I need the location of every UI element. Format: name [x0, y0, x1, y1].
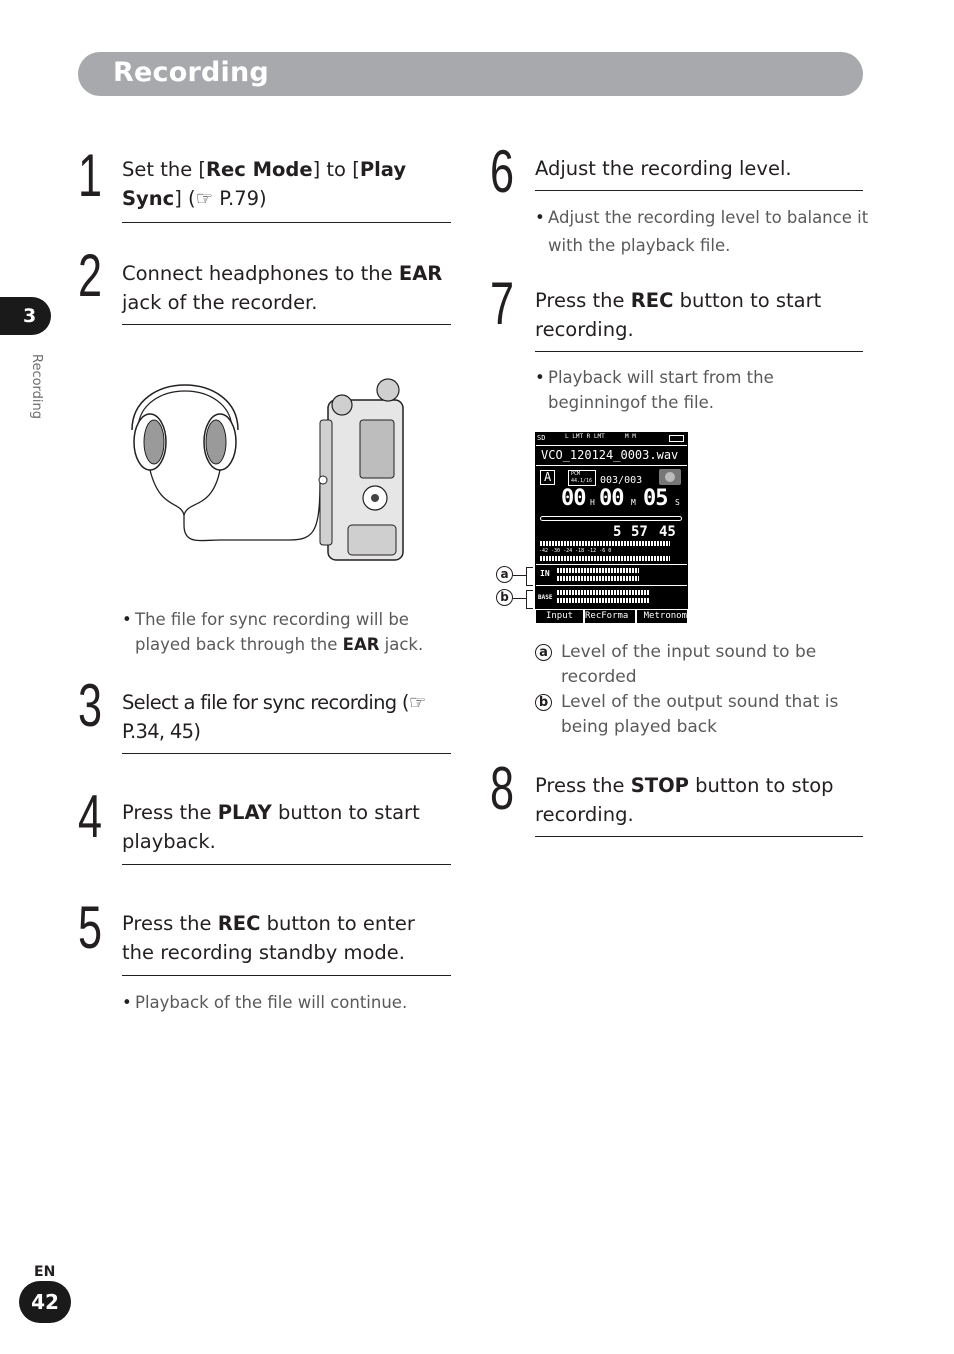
lcd-filename: VCO_120124_0003.wav: [541, 448, 679, 462]
step-2-bullet: The file for sync recording will be play…: [122, 607, 455, 657]
step-6-text: Adjust the recording level.: [535, 157, 792, 180]
step-5-text: Press the REC button to enter the record…: [122, 912, 415, 964]
page-number: 42: [31, 1290, 59, 1314]
lcd-elapsed-hours: 00: [561, 486, 586, 511]
step-1-text: Set the [Rec Mode] to [Play Sync] (☞ P.7…: [122, 158, 407, 210]
step-8-number: 8: [490, 755, 515, 822]
callout-line-b: [513, 598, 527, 599]
headphones-recorder-illustration: [131, 378, 404, 561]
record-indicator-icon: [659, 469, 681, 485]
lcd-mode: A: [540, 470, 556, 485]
lcd-remain-hours: 5: [613, 524, 622, 540]
lcd-in-label: IN: [540, 569, 550, 578]
lcd-in-meter-2: [557, 576, 639, 581]
note-b: b Level of the output sound that is bein…: [535, 690, 861, 740]
recorder-lcd-screen: SD L LMT R LMT M M VCO_120124_0003.wav A…: [535, 432, 688, 624]
step-7-bullet: Playback will start from the beginningof…: [535, 365, 808, 415]
lcd-tab-metronome: Metronom: [637, 610, 687, 623]
note-b-text: Level of the output sound that is being …: [561, 692, 839, 737]
note-a-marker: a: [535, 644, 552, 661]
note-a: a Level of the input sound to be recorde…: [535, 640, 861, 690]
step-3-number: 3: [78, 672, 103, 739]
lcd-in-meter-1: [557, 568, 639, 573]
step-8-rule: [535, 836, 863, 837]
lcd-limit-indicators: L LMT R LMT: [565, 433, 605, 440]
lcd-tab-recformat: RecForma: [585, 610, 635, 623]
lcd-format: PCM 44.1/16: [568, 470, 596, 486]
section-title: Recording: [113, 57, 269, 88]
callout-marker-b: b: [496, 589, 513, 606]
chapter-tab: 3: [0, 297, 51, 335]
lcd-file-count: 003/003: [600, 475, 643, 486]
step-5-number: 5: [78, 894, 103, 961]
lcd-level-meter-l: [540, 541, 670, 546]
lcd-sd-indicator: SD: [537, 434, 546, 442]
lcd-minutes-unit: M: [631, 498, 636, 507]
page-language: EN: [34, 1264, 56, 1280]
callout-bracket-b: [526, 590, 533, 609]
step-4-text: Press the PLAY button to start playback.: [122, 801, 420, 853]
lcd-seconds-unit: S: [675, 498, 680, 507]
step-4-number: 4: [78, 783, 103, 850]
lcd-progress-bar: [540, 516, 682, 521]
lcd-level-meter-r: [540, 556, 670, 561]
step-4-rule: [122, 864, 451, 865]
lcd-remain-seconds: 45: [659, 524, 676, 540]
step-2-number: 2: [78, 242, 103, 309]
section-header-bar: Recording: [78, 52, 863, 96]
chapter-side-label: Recording: [29, 354, 44, 420]
lcd-divider-top: [536, 445, 687, 446]
lcd-elapsed-seconds: 05: [643, 486, 668, 511]
step-6-rule: [535, 190, 863, 191]
step-7-number: 7: [490, 270, 515, 337]
step-2-rule: [122, 324, 451, 325]
lcd-divider-3: [536, 564, 687, 565]
lcd-out-meter-2: [557, 598, 649, 603]
note-a-text: Level of the input sound to be recorded: [561, 642, 817, 687]
chapter-number: 3: [23, 305, 37, 327]
callout-marker-a: a: [496, 566, 513, 583]
lcd-base-label: BASE: [538, 594, 553, 601]
step-7-rule: [535, 351, 863, 352]
step-5-bullet: Playback of the file will continue.: [122, 990, 455, 1015]
callout-line-a: [513, 575, 527, 576]
step-3-rule: [122, 753, 451, 754]
lcd-hours-unit: H: [590, 498, 595, 507]
step-8-text: Press the STOP button to stop recording.: [535, 774, 834, 826]
lcd-out-meter-1: [557, 590, 649, 595]
step-2-text: Connect headphones to the EAR jack of th…: [122, 262, 443, 314]
lcd-divider-4: [536, 585, 687, 586]
step-6-number: 6: [490, 138, 515, 205]
step-1-rule: [122, 222, 451, 223]
step-6-bullet: Adjust the recording level to balance it…: [535, 204, 878, 260]
battery-icon: [669, 435, 684, 442]
lcd-elapsed-minutes: 00: [599, 486, 624, 511]
lcd-tab-input: Input: [536, 610, 583, 623]
note-b-marker: b: [535, 694, 552, 711]
step-7-text: Press the REC button to start recording.: [535, 289, 822, 341]
step-5-rule: [122, 975, 451, 976]
lcd-remain-minutes: 57: [631, 524, 648, 540]
lcd-mic-indicators: M M: [625, 433, 636, 440]
lcd-divider-2: [536, 465, 687, 466]
step-1-number: 1: [78, 142, 103, 209]
page-number-badge: 42: [19, 1281, 71, 1323]
lcd-tab-bar: Input RecForma Metronom: [535, 609, 688, 624]
callout-bracket-a: [526, 567, 533, 586]
lcd-level-scale: -42 -30 -24 -18 -12 -6 0: [539, 548, 612, 554]
step-3-text: Select a file for sync recording (☞ P.34…: [122, 691, 426, 743]
